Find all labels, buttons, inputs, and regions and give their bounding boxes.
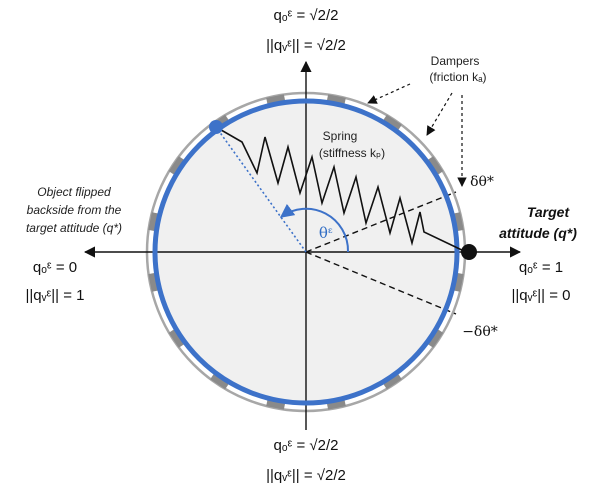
right-q0-label: qₒᵋ = 1 xyxy=(519,259,563,276)
spring-label-line-1: Spring xyxy=(323,129,358,143)
left-note-line-3: target attitude (q*) xyxy=(26,221,122,235)
bottom-qv-label: ||qᵥᵋ|| = √2/2 xyxy=(266,467,346,484)
delta-negative-line xyxy=(305,251,457,315)
dampers-label-line-1: Dampers xyxy=(431,54,480,68)
top-qv-label: ||qᵥᵋ|| = √2/2 xyxy=(266,37,346,54)
target-label-line-1: Target xyxy=(527,204,571,220)
theta-arc xyxy=(279,203,350,253)
left-note-line-1: Object flipped xyxy=(37,185,111,199)
damper-block xyxy=(426,156,444,176)
spring xyxy=(215,126,467,253)
delta-positive-line xyxy=(305,191,457,253)
dampers-label-line-2: (friction kₐ) xyxy=(429,70,486,84)
top-q0-label: qₒᵋ = √2/2 xyxy=(274,7,339,24)
left-note-line-2: backside from the xyxy=(27,203,122,217)
damper-pointer-1 xyxy=(367,83,411,104)
delta-positive-label: δθ* xyxy=(470,174,494,190)
damper-pointer-2 xyxy=(426,92,453,136)
right-qv-label: ||qᵥᵋ|| = 0 xyxy=(512,287,571,304)
damper-block xyxy=(382,114,402,132)
damper-block xyxy=(168,328,186,348)
target-attitude-dot xyxy=(461,244,477,260)
delta-negative-label: −δθ* xyxy=(462,324,498,340)
damper-block xyxy=(168,156,186,176)
spring-label-line-2: (stiffness kₚ) xyxy=(319,146,385,160)
left-qv-label: ||qᵥᵋ|| = 1 xyxy=(26,287,85,304)
damper-block xyxy=(210,372,230,390)
theta-label: θᵋ xyxy=(319,224,333,242)
target-label-line-2: attitude (q*) xyxy=(499,225,577,241)
damper-block xyxy=(426,328,444,348)
blue-ring xyxy=(152,98,460,406)
bottom-q0-label: qₒᵋ = √2/2 xyxy=(274,437,339,454)
left-q0-label: qₒᵋ = 0 xyxy=(33,259,77,276)
object-radius-line xyxy=(215,126,307,253)
object-attitude-dot xyxy=(209,120,223,134)
damper-block xyxy=(382,372,402,390)
